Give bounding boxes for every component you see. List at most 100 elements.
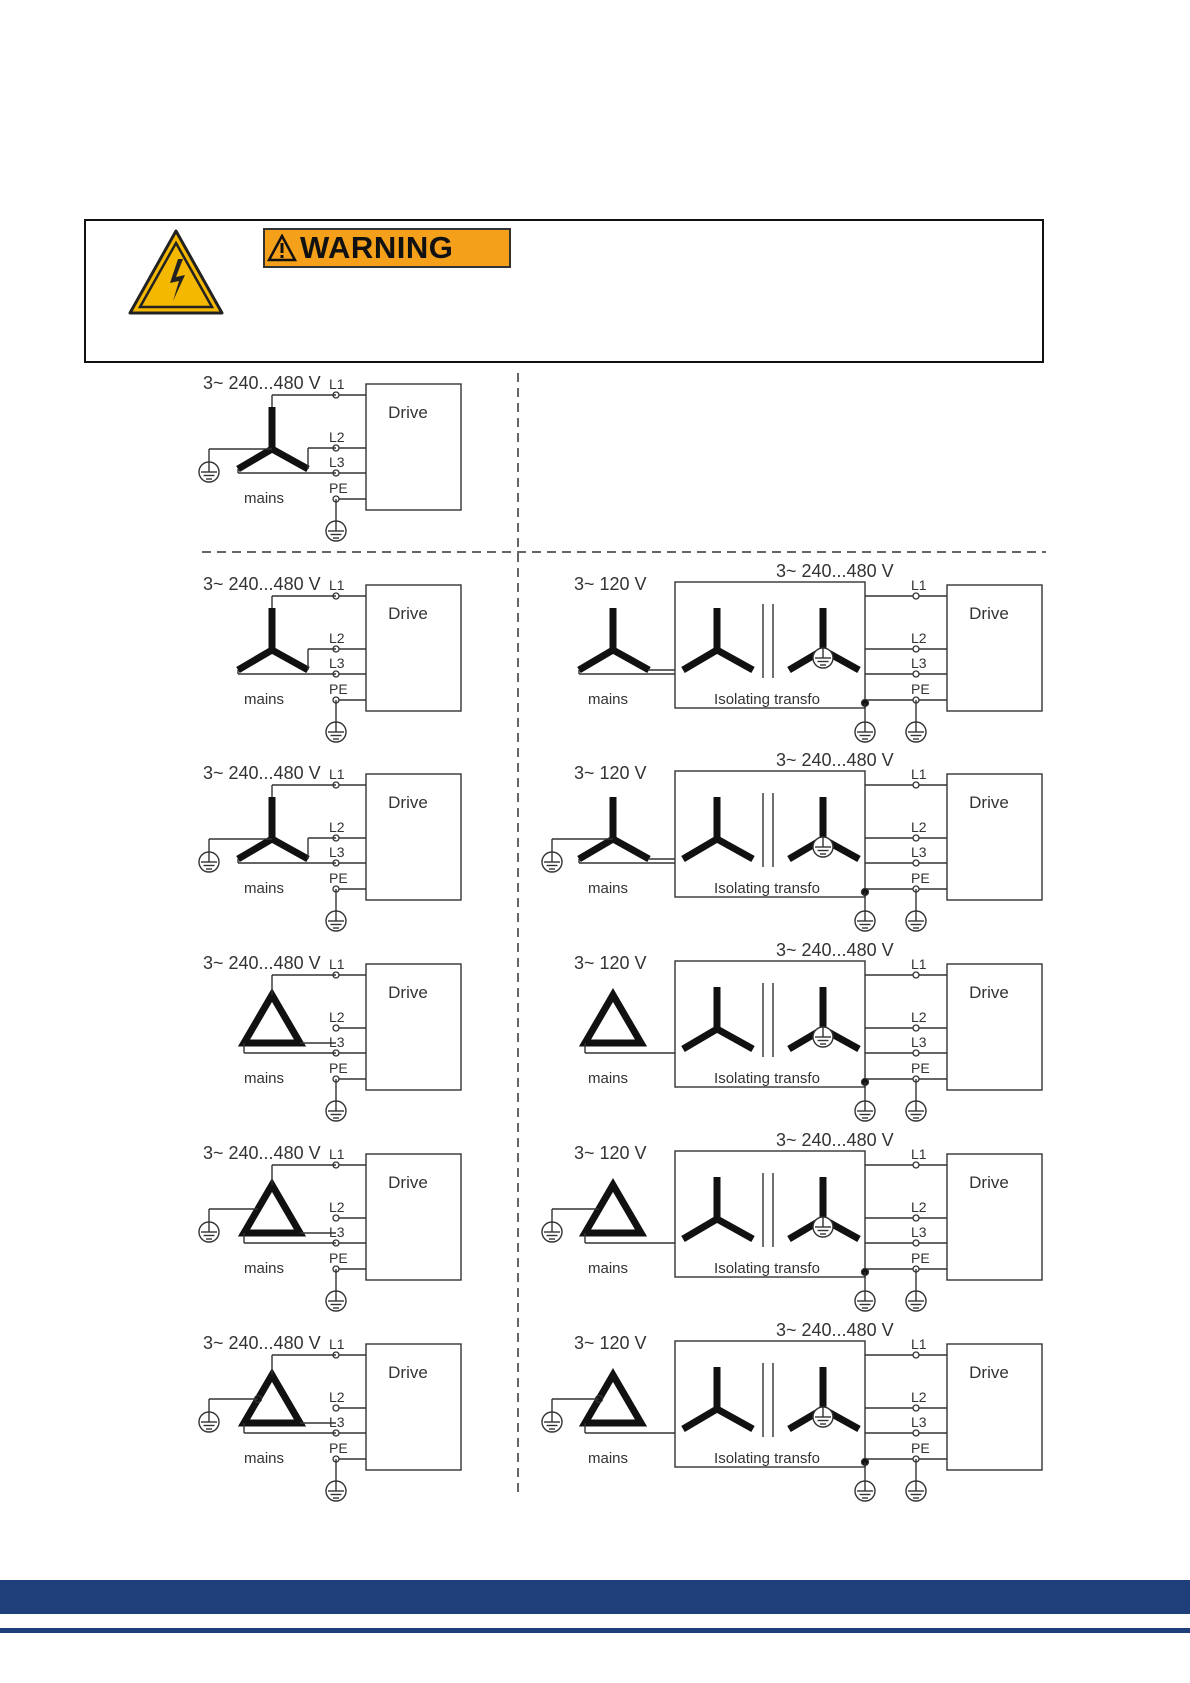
secondary-voltage-label: 3~ 240...480 V [776, 750, 894, 770]
transformer-box [674, 1150, 866, 1278]
terminal-label-l2: L2 [911, 1009, 927, 1025]
terminal-label-pe: PE [911, 1060, 930, 1076]
drive-label: Drive [969, 983, 1009, 1002]
secondary-voltage-label: 3~ 240...480 V [776, 1320, 894, 1340]
mains-label: mains [588, 1260, 628, 1277]
terminal-label-pe: PE [911, 681, 930, 697]
transformer-ground-icon [854, 1100, 876, 1122]
star-mains-icon [236, 608, 310, 674]
primary-winding-icon [681, 1367, 755, 1433]
terminal-label-l3: L3 [329, 454, 345, 470]
mains-voltage-label: 3~ 240...480 V [203, 953, 321, 973]
terminal-label-l3: L3 [911, 655, 927, 671]
terminal-point [332, 1404, 340, 1412]
terminal-label-l3: L3 [329, 844, 345, 860]
drive-label: Drive [388, 403, 428, 422]
pe-ground-icon [325, 1480, 347, 1502]
transformer-ground-icon [854, 1290, 876, 1312]
terminal-label-l3: L3 [911, 844, 927, 860]
mains-label: mains [244, 880, 284, 897]
drive-box [946, 963, 1043, 1091]
terminal-label-pe: PE [329, 870, 348, 886]
footer-line [0, 1628, 1190, 1633]
mains-voltage-label: 3~ 240...480 V [203, 763, 321, 783]
terminal-point [912, 781, 920, 789]
terminal-label-l2: L2 [911, 1199, 927, 1215]
secondary-voltage-label: 3~ 240...480 V [776, 561, 894, 581]
primary-voltage-label: 3~ 120 V [574, 1143, 647, 1163]
pe-ground-icon [325, 1100, 347, 1122]
pe-ground-icon [905, 721, 927, 743]
terminal-label-l1: L1 [329, 376, 345, 392]
mains-voltage-label: 3~ 240...480 V [203, 373, 321, 393]
transformer-label: Isolating transfo [714, 1070, 820, 1087]
drive-box [946, 1343, 1043, 1471]
transformer-label: Isolating transfo [714, 1450, 820, 1467]
mains-voltage-label: 3~ 240...480 V [203, 1143, 321, 1163]
terminal-label-l2: L2 [329, 1199, 345, 1215]
terminal-point [912, 645, 920, 653]
terminal-point [912, 971, 920, 979]
terminal-label-l2: L2 [329, 819, 345, 835]
drive-label: Drive [969, 604, 1009, 623]
primary-winding-icon [681, 608, 755, 674]
terminal-label-l3: L3 [911, 1034, 927, 1050]
drive-box [365, 1343, 462, 1471]
secondary-voltage-label: 3~ 240...480 V [776, 940, 894, 960]
terminal-label-l2: L2 [329, 630, 345, 646]
primary-voltage-label: 3~ 120 V [574, 953, 647, 973]
terminal-label-l2: L2 [329, 1389, 345, 1405]
pe-ground-icon [905, 910, 927, 932]
terminal-point [912, 1024, 920, 1032]
high-voltage-warning-icon [128, 229, 224, 315]
drive-label: Drive [969, 1363, 1009, 1382]
transformer-box [674, 581, 866, 709]
pe-ground-icon [905, 1480, 927, 1502]
secondary-neutral-ground-icon [812, 647, 834, 669]
terminal-label-l2: L2 [911, 1389, 927, 1405]
star-mains-icon [577, 797, 651, 863]
terminal-label-l2: L2 [329, 1009, 345, 1025]
terminal-point [912, 859, 920, 867]
terminal-label-l3: L3 [911, 1414, 927, 1430]
terminal-label-l1: L1 [911, 1336, 927, 1352]
primary-winding-icon [681, 797, 755, 863]
primary-voltage-label: 3~ 120 V [574, 574, 647, 594]
terminal-label-l1: L1 [911, 1146, 927, 1162]
star-mains-icon [236, 797, 310, 863]
transformer-label: Isolating transfo [714, 1260, 820, 1277]
terminal-label-l1: L1 [911, 956, 927, 972]
terminal-label-l3: L3 [329, 1224, 345, 1240]
terminal-point [332, 1214, 340, 1222]
primary-voltage-label: 3~ 120 V [574, 1333, 647, 1353]
terminal-label-pe: PE [911, 870, 930, 886]
terminal-label-l1: L1 [911, 766, 927, 782]
terminal-point [912, 670, 920, 678]
terminal-point [912, 1214, 920, 1222]
drive-box [365, 1153, 462, 1281]
mains-label: mains [244, 691, 284, 708]
terminal-label-l1: L1 [329, 766, 345, 782]
secondary-neutral-ground-icon [812, 1406, 834, 1428]
terminal-label-l1: L1 [329, 577, 345, 593]
transformer-ground-icon [854, 721, 876, 743]
terminal-label-l1: L1 [911, 577, 927, 593]
star-mains-icon [577, 608, 651, 674]
secondary-neutral-ground-icon [812, 1216, 834, 1238]
terminal-point [912, 834, 920, 842]
terminal-label-l3: L3 [329, 655, 345, 671]
mains-ground-icon [198, 461, 220, 483]
terminal-label-l1: L1 [329, 1146, 345, 1162]
terminal-point [912, 592, 920, 600]
secondary-neutral-ground-icon [812, 836, 834, 858]
drive-label: Drive [969, 1173, 1009, 1192]
mains-ground-icon [541, 1411, 563, 1433]
terminal-label-pe: PE [329, 480, 348, 496]
drive-label: Drive [388, 983, 428, 1002]
